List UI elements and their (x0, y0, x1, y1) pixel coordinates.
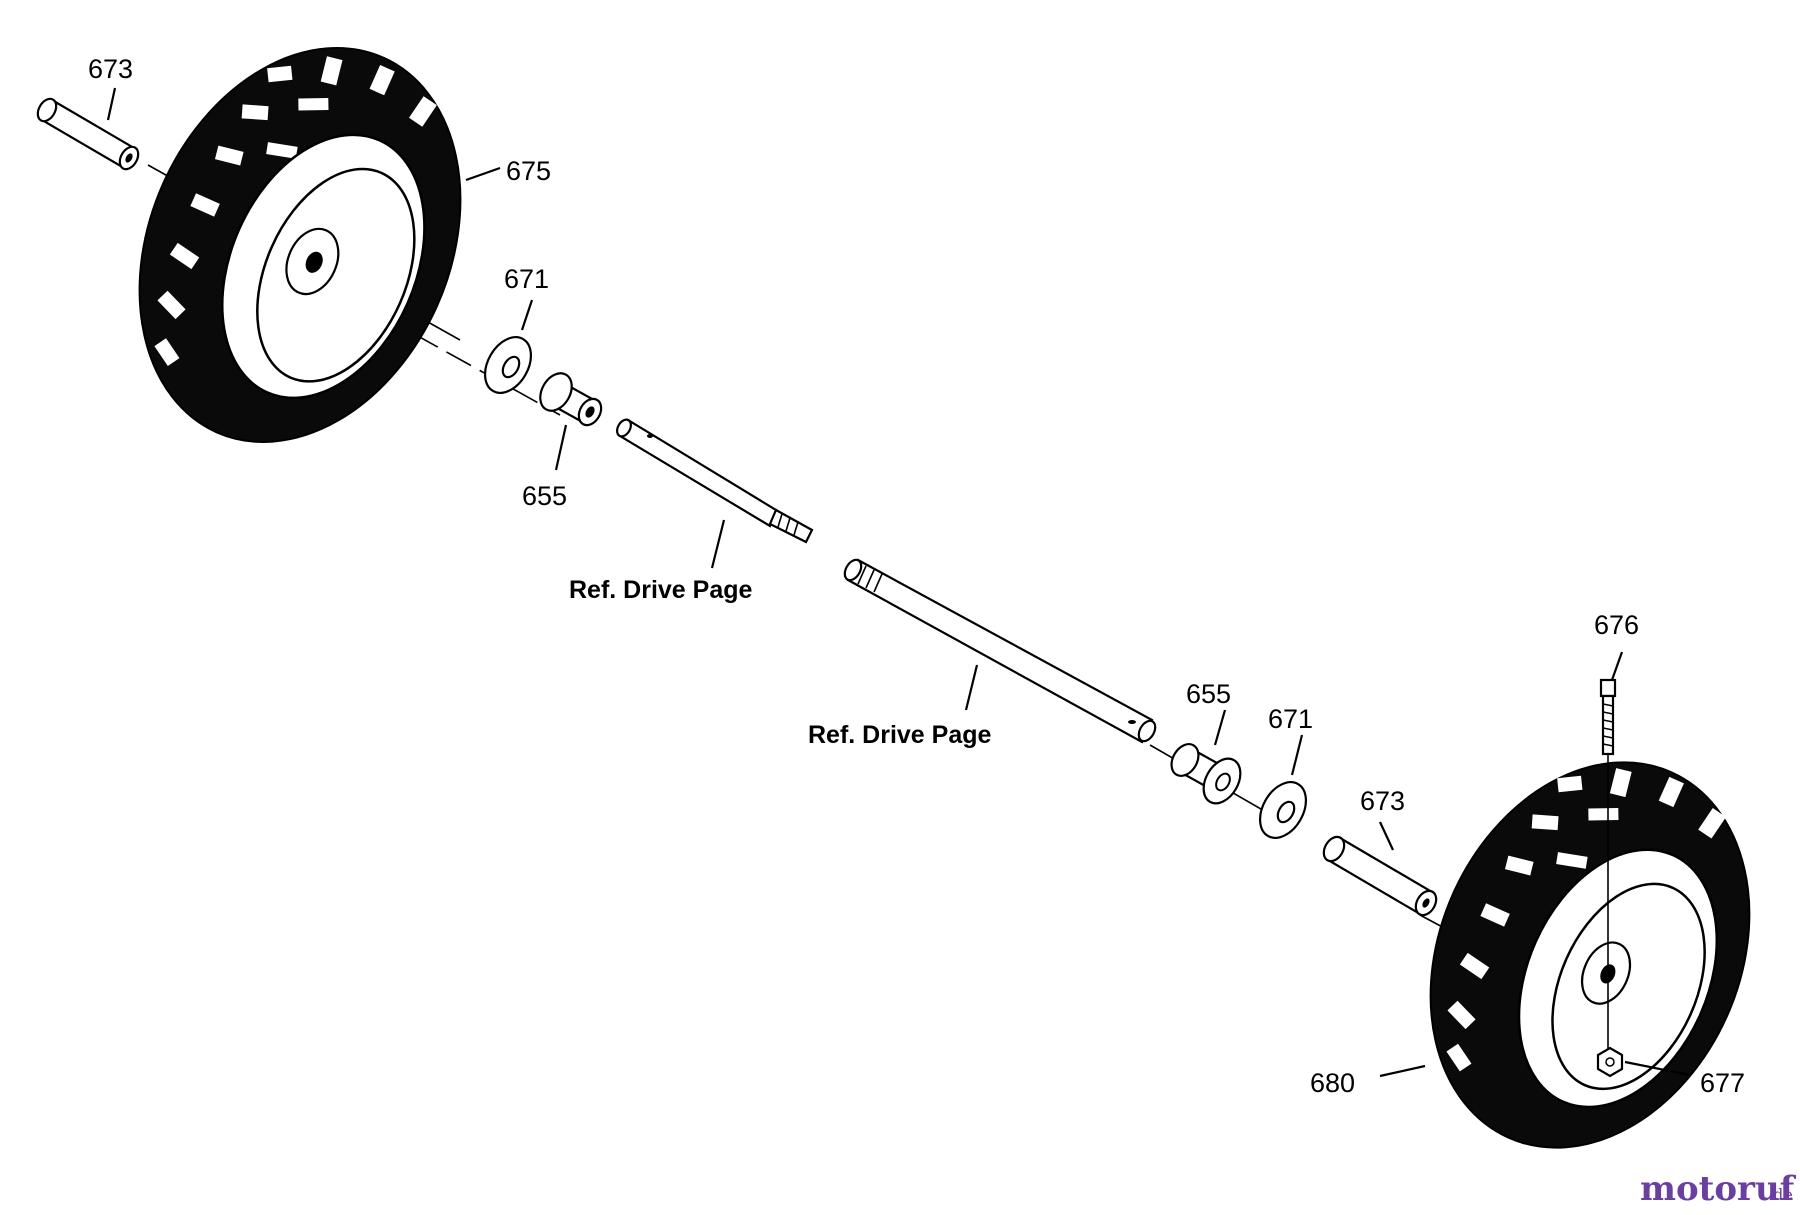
left-wheel-assembly (138, 47, 462, 443)
svg-text:motoruf: motoruf (1640, 1169, 1797, 1209)
watermark-logo: motoruf .de (1640, 1169, 1797, 1209)
label-671-top: 671 (504, 264, 549, 294)
label-676: 676 (1594, 610, 1639, 640)
label-677: 677 (1700, 1068, 1745, 1098)
axle-shaft-right (843, 558, 1157, 744)
label-680: 680 (1310, 1068, 1355, 1098)
label-655-bottom: 655 (1186, 679, 1231, 709)
callout-labels: 673 675 671 655 Ref. Drive Page Ref. Dri… (88, 54, 1745, 1098)
washer-top (483, 336, 533, 394)
leader-lines (106, 87, 1691, 1078)
label-ref-drive-mid: Ref. Drive Page (808, 721, 992, 749)
svg-text:.de: .de (1768, 1185, 1793, 1204)
spacer-tube-top (36, 97, 140, 171)
label-675: 675 (506, 156, 551, 186)
label-655-top: 655 (522, 481, 567, 511)
wheel-nut (1596, 1046, 1624, 1078)
right-wheel-assembly (1429, 761, 1751, 1149)
left-tire-tread (154, 56, 437, 366)
label-673-bottom: 673 (1360, 786, 1405, 816)
label-671-bottom: 671 (1268, 704, 1313, 734)
axle-shaft-left (616, 418, 814, 544)
label-673-top: 673 (88, 54, 133, 84)
right-tire-tread (1446, 768, 1727, 1072)
wheel-bolt (1599, 678, 1617, 1060)
washer-bottom (1258, 781, 1308, 839)
spacer-tube-bottom (1322, 835, 1438, 917)
bushing-top (539, 372, 603, 427)
bushing-bottom (1170, 743, 1242, 805)
label-ref-drive-top: Ref. Drive Page (569, 576, 753, 604)
